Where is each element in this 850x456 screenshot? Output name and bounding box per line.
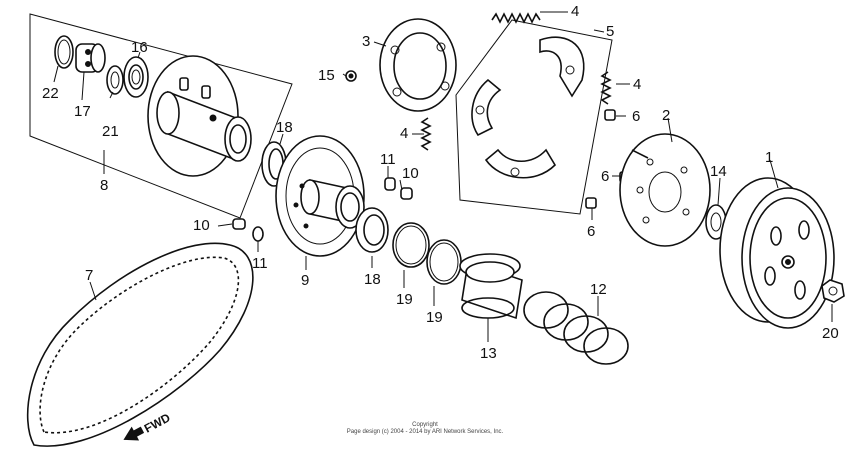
driven-spring-12 bbox=[523, 291, 629, 365]
nut-15 bbox=[345, 70, 357, 82]
callout-1: 1 bbox=[765, 149, 773, 166]
callout-19-right: 19 bbox=[426, 309, 443, 326]
callout-9: 9 bbox=[301, 272, 309, 289]
callout-12: 12 bbox=[590, 281, 607, 298]
callout-22: 22 bbox=[42, 85, 59, 102]
callout-11-lower: 11 bbox=[252, 255, 268, 272]
callout-18-lower: 18 bbox=[364, 271, 381, 288]
callout-17: 17 bbox=[74, 103, 91, 120]
copyright-notice: Copyright Page design (c) 2004 - 2014 by… bbox=[0, 422, 850, 436]
drive-face-assembly-group bbox=[29, 13, 293, 219]
clutch-outer-1 bbox=[719, 177, 835, 329]
clutch-plate-3 bbox=[379, 18, 457, 112]
callout-6-upper: 6 bbox=[632, 108, 640, 125]
pin-10-upper bbox=[400, 187, 413, 200]
callout-4-center: 4 bbox=[400, 125, 408, 142]
o-rings-19 bbox=[392, 222, 462, 285]
drive-plate-2 bbox=[619, 133, 711, 247]
pin-10-lower bbox=[232, 218, 246, 230]
callout-10-lower: 10 bbox=[193, 217, 210, 234]
callout-21: 21 bbox=[102, 123, 119, 140]
callout-8: 8 bbox=[100, 177, 108, 194]
copyright-line-2: Page design (c) 2004 - 2014 by ARI Netwo… bbox=[346, 429, 504, 435]
leader-lines bbox=[53, 11, 833, 342]
driven-face-9 bbox=[275, 135, 365, 257]
callout-19-left: 19 bbox=[396, 291, 413, 308]
callout-13: 13 bbox=[480, 345, 497, 362]
callout-20: 20 bbox=[822, 325, 839, 342]
callout-15: 15 bbox=[318, 67, 335, 84]
copyright-line-1: Copyright bbox=[412, 422, 438, 428]
collar-11-upper bbox=[384, 177, 396, 191]
nut-20 bbox=[821, 279, 845, 303]
guide-collar-13 bbox=[459, 253, 523, 320]
callout-10-upper: 10 bbox=[402, 165, 419, 182]
callout-16: 16 bbox=[131, 39, 148, 56]
callout-6-middle: 6 bbox=[601, 168, 609, 185]
collar-11-lower bbox=[252, 226, 264, 242]
callout-14: 14 bbox=[710, 163, 727, 180]
drive-belt-7 bbox=[26, 242, 254, 447]
callout-5: 5 bbox=[606, 23, 614, 40]
callout-7: 7 bbox=[85, 267, 93, 284]
callout-numbers: 1 2 3 4 5 4 15 4 6 6 6 7 8 9 10 10 11 11… bbox=[42, 3, 839, 362]
callout-2: 2 bbox=[662, 107, 670, 124]
callout-6-lower: 6 bbox=[587, 223, 595, 240]
callout-4-right: 4 bbox=[633, 76, 641, 93]
clutch-shoes-group bbox=[455, 19, 613, 215]
callout-18-upper: 18 bbox=[276, 119, 293, 136]
callout-4-top: 4 bbox=[571, 3, 579, 20]
callout-11-upper: 11 bbox=[380, 151, 396, 168]
seal-18-lower bbox=[355, 207, 389, 253]
callout-3: 3 bbox=[362, 33, 370, 50]
